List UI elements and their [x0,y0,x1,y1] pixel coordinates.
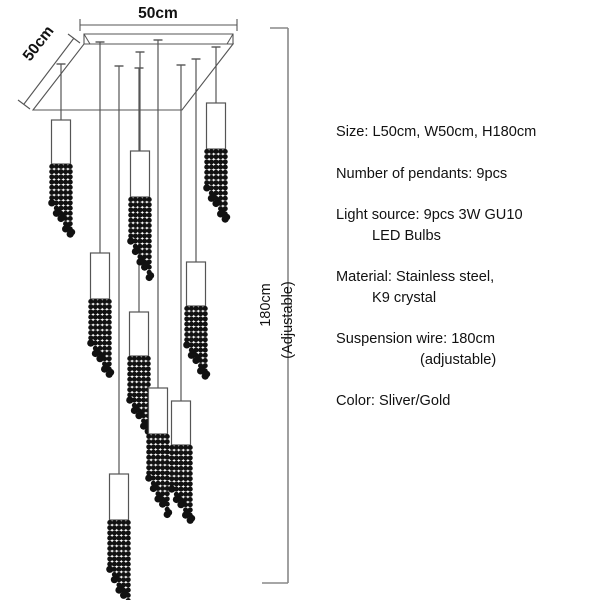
spec-color: Color: Sliver/Gold [336,391,596,412]
height-adjustable-note: (Adjustable) [280,281,296,358]
spec-size-line-0: Size: L50cm, W50cm, H180cm [336,124,537,140]
pendant-3 [126,67,154,435]
spec-material-line-1: K9 crystal [372,290,437,306]
spec-pendant-count-line-0: Number of pendants: 9pcs [336,166,508,182]
pendant-5 [145,39,173,519]
spec-suspension-wire-line-1: (adjustable) [420,352,497,368]
pendant-9 [203,46,231,223]
width-dimension-label: 50cm [138,5,178,22]
pendant-4 [127,51,155,282]
spec-size: Size: L50cm, W50cm, H180cm [336,122,596,143]
pendant-group [48,39,231,600]
pendant-2 [87,41,115,378]
height-dimension-label: 180cm [258,283,274,327]
canopy-group [31,33,235,111]
spec-gap [336,317,596,329]
pendant-7 [168,64,196,524]
canopy-bevel-right [226,33,234,45]
spec-gap [336,151,596,164]
spec-color-line-0: Color: Sliver/Gold [336,393,451,409]
width-dimension: 50cm [79,5,238,31]
height-dimension: 180cm (Adjustable) [258,27,296,584]
spec-gap [336,193,596,205]
pendant-6 [106,65,131,600]
spec-gap [336,255,596,267]
canopy-bevel-left [83,33,91,45]
spec-light-source-line-0: Light source: 9pcs 3W GU10 [336,207,523,223]
spec-suspension-wire-line-0: Suspension wire: 180cm [336,331,495,347]
spec-material: Material: Stainless steel, K9 crystal [336,267,596,309]
pendant-8 [183,58,211,380]
depth-dimension-label: 50cm [20,23,58,65]
spec-suspension-wire: Suspension wire: 180cm (adjustable) [336,329,596,371]
spec-light-source-line-1: LED Bulbs [372,228,441,244]
pendant-1 [48,63,76,238]
spec-pendant-count: Number of pendants: 9pcs [336,164,596,185]
spec-gap [336,379,596,391]
canopy-perspective-face [31,43,235,111]
spec-material-line-0: Material: Stainless steel, [336,269,495,285]
